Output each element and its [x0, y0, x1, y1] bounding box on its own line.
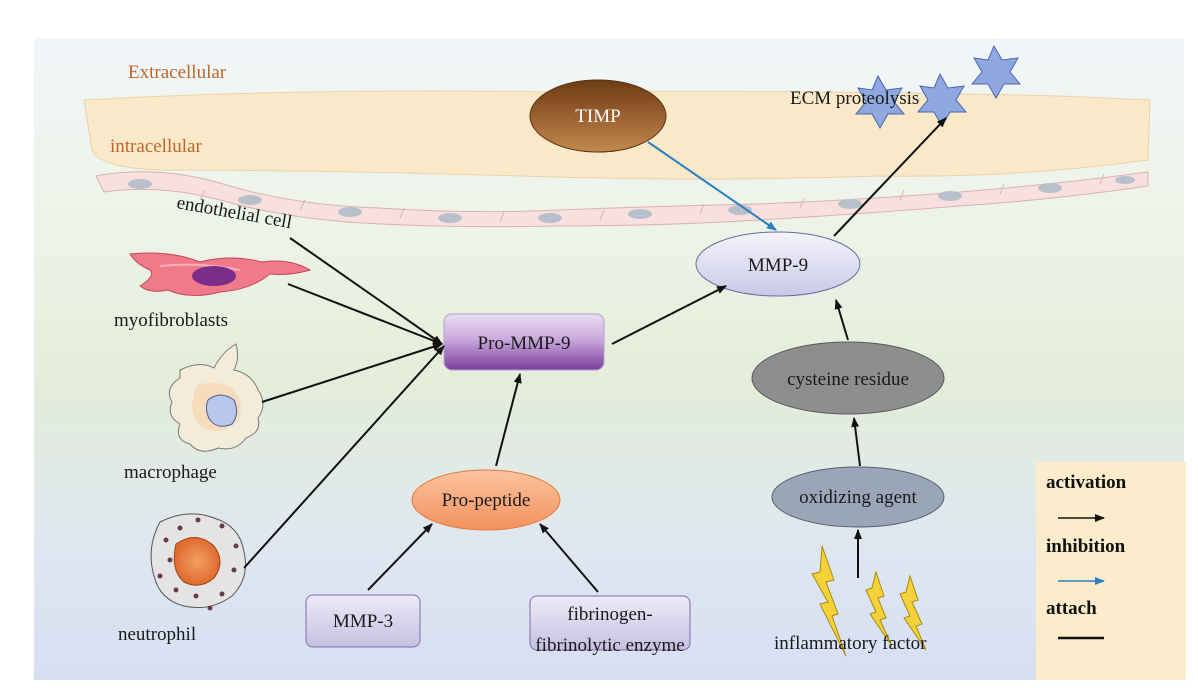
activation-arrows	[243, 117, 947, 593]
lightning-icon	[865, 570, 893, 647]
mmp3-label: MMP-3	[333, 611, 393, 632]
star-icon	[854, 74, 906, 130]
lightning-icon	[899, 574, 927, 651]
endothelial-layer	[95, 171, 1149, 228]
arrow-macrophage-to-pro-mmp9	[261, 342, 443, 403]
extracellular-label: Extracellular	[128, 62, 227, 83]
arrow-cysteine-to-mmp9	[834, 299, 849, 341]
legend-inhibition-label: inhibition	[1046, 536, 1126, 557]
arrow-timp-inhibits-mmp9	[647, 141, 777, 231]
cysteine-residue-node	[751, 341, 945, 415]
pro-mmp9-node	[443, 313, 605, 371]
legend-attach-label: attach	[1046, 598, 1097, 619]
oxidizing-agent-label: oxidizing agent	[799, 487, 917, 508]
lightning-icon	[811, 545, 847, 657]
pro-peptide-node	[411, 469, 561, 531]
macrophage-cell-image	[168, 343, 264, 452]
arrow-pro-mmp9-to-mmp9	[611, 285, 727, 345]
fibrinogen-label-line2: fibrinolytic enzyme	[535, 635, 684, 656]
arrow-mmp9-to-ecm	[833, 117, 947, 237]
myofibroblast-cell-image	[129, 252, 312, 296]
neutrophil-cell-image	[150, 513, 246, 611]
legend: activation inhibition attach	[1036, 462, 1186, 680]
oxidizing-agent-node	[771, 466, 945, 528]
mmp3-node	[305, 594, 421, 648]
arrow-propeptide-to-pro-mmp9	[495, 373, 522, 467]
ecm-proteolysis-label: ECM proteolysis	[790, 88, 919, 109]
star-icon	[970, 44, 1022, 100]
arrow-myofibroblast-to-pro-mmp9	[287, 283, 443, 345]
legend-box	[1036, 462, 1186, 680]
intracellular-label: intracellular	[110, 136, 202, 157]
cysteine-residue-label: cysteine residue	[787, 369, 909, 390]
arrow-neutrophil-to-pro-mmp9	[243, 345, 445, 569]
myofibroblasts-label: myofibroblasts	[114, 310, 228, 331]
legend-activation-label: activation	[1046, 472, 1127, 493]
fibrinogen-label-line1: fibrinogen-	[567, 604, 652, 625]
pro-mmp9-label: Pro-MMP-9	[478, 333, 571, 354]
arrow-fibrinogen-to-propeptide	[539, 523, 599, 593]
fibrinogen-node	[529, 595, 691, 651]
mmp9-label: MMP-9	[748, 255, 808, 276]
pro-peptide-label: Pro-peptide	[442, 490, 531, 511]
timp-node	[529, 79, 667, 153]
neutrophil-label: neutrophil	[118, 624, 196, 645]
arrow-oxidizing-to-cysteine	[851, 417, 861, 467]
arrow-mmp3-to-propeptide	[367, 523, 433, 591]
inflammatory-lightning-icons	[811, 545, 927, 657]
inflammatory-factor-label: inflammatory factor	[774, 633, 927, 654]
mmp9-node	[695, 231, 861, 297]
arrow-endothelial-to-pro-mmp9	[289, 237, 443, 345]
timp-label: TIMP	[575, 106, 620, 127]
macrophage-label: macrophage	[124, 462, 217, 483]
